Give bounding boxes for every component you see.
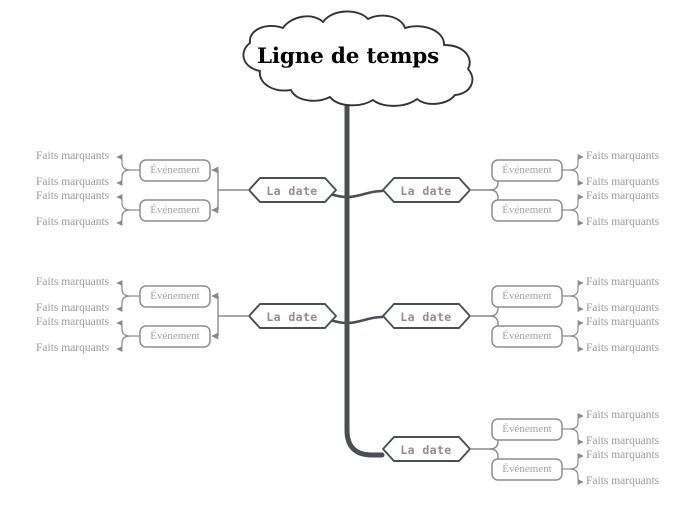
connector-fact-right-top-1a — [569, 154, 584, 171]
fact-label-left-middle-2a: Faits marquants — [36, 316, 110, 328]
connector-fact-right-middle-1b — [569, 295, 584, 312]
event-label-right-middle-1: Événement — [502, 290, 552, 302]
connector-fact-right-bottom-1b — [569, 428, 584, 445]
date-hexagon-right-bottom[interactable] — [382, 436, 471, 462]
fact-label-right-bottom-1b: Faits marquants — [586, 435, 660, 447]
fact-label-right-top-2b: Faits marquants — [586, 216, 660, 228]
event-label-right-top-1: Événement — [502, 164, 552, 176]
date-label-right-top: La date — [400, 184, 452, 198]
event-label-left-middle-1: Événement — [150, 290, 200, 302]
fact-label-left-middle-2b: Faits marquants — [36, 342, 110, 354]
event-label-right-bottom-2: Événement — [502, 463, 552, 475]
connector-fact-left-top-2b — [116, 209, 131, 226]
fact-label-left-top-1b: Faits marquants — [36, 176, 110, 188]
event-label-right-middle-2: Événement — [502, 330, 552, 342]
connector-fact-left-top-2a — [116, 194, 131, 211]
connector-fact-left-top-1a — [116, 154, 131, 171]
cloud-shape[interactable] — [242, 10, 474, 107]
event-label-right-top-2: Événement — [502, 204, 552, 216]
trunk-line — [344, 94, 385, 458]
junction-flare-right-top — [345, 189, 384, 199]
fact-label-right-bottom-1a: Faits marquants — [586, 409, 660, 421]
fact-label-right-top-1b: Faits marquants — [586, 176, 660, 188]
connector-fact-left-middle-2a — [116, 320, 131, 337]
event-box-left-top-2[interactable] — [139, 199, 211, 222]
date-hexagon-right-top[interactable] — [382, 177, 471, 203]
connector-fact-right-bottom-2b — [569, 468, 584, 485]
connector-fact-right-middle-2a — [569, 320, 584, 337]
fact-label-right-middle-1a: Faits marquants — [586, 276, 660, 288]
fact-label-left-top-1a: Faits marquants — [36, 150, 110, 162]
junction-flare-right-middle — [345, 315, 384, 325]
fact-label-right-middle-2a: Faits marquants — [586, 316, 660, 328]
event-label-left-middle-2: Événement — [150, 330, 200, 342]
root-node-label: Ligne de temps — [256, 44, 439, 69]
connector-fact-left-middle-2b — [116, 335, 131, 352]
date-hexagon-right-middle[interactable] — [382, 303, 471, 329]
date-hexagon-left-middle[interactable] — [248, 303, 337, 329]
fact-label-right-middle-2b: Faits marquants — [586, 342, 660, 354]
connector-fact-right-middle-1a — [569, 280, 584, 297]
event-label-right-bottom-1: Événement — [502, 423, 552, 435]
connector-fact-left-middle-1a — [116, 280, 131, 297]
fact-label-left-top-2a: Faits marquants — [36, 190, 110, 202]
connector-fact-right-middle-2b — [569, 335, 584, 352]
date-label-left-middle: La date — [266, 310, 318, 324]
event-label-left-top-2: Événement — [150, 204, 200, 216]
fact-label-right-bottom-2a: Faits marquants — [586, 449, 660, 461]
fact-label-right-middle-1b: Faits marquants — [586, 302, 660, 314]
fact-label-right-top-2a: Faits marquants — [586, 190, 660, 202]
date-label-left-top: La date — [266, 184, 318, 198]
connector-fact-right-bottom-1a — [569, 413, 584, 430]
fact-label-left-top-2b: Faits marquants — [36, 216, 110, 228]
date-hexagon-left-top[interactable] — [248, 177, 337, 203]
connector-fact-right-top-1b — [569, 169, 584, 186]
date-label-right-middle: La date — [400, 310, 452, 324]
date-label-right-bottom: La date — [400, 443, 452, 457]
event-label-left-top-1: Événement — [150, 164, 200, 176]
connector-fact-right-bottom-2a — [569, 453, 584, 470]
fact-label-left-middle-1a: Faits marquants — [36, 276, 110, 288]
event-box-left-middle-2[interactable] — [139, 325, 211, 348]
event-box-left-top-1[interactable] — [139, 159, 211, 182]
connector-fact-right-top-2b — [569, 209, 584, 226]
connector-fact-right-top-2a — [569, 194, 584, 211]
connector-fact-left-middle-1b — [116, 295, 131, 312]
fact-label-right-top-1a: Faits marquants — [586, 150, 660, 162]
event-box-left-middle-1[interactable] — [139, 285, 211, 308]
fact-label-left-middle-1b: Faits marquants — [36, 302, 110, 314]
connector-fact-left-top-1b — [116, 169, 131, 186]
fact-label-right-bottom-2b: Faits marquants — [586, 475, 660, 487]
